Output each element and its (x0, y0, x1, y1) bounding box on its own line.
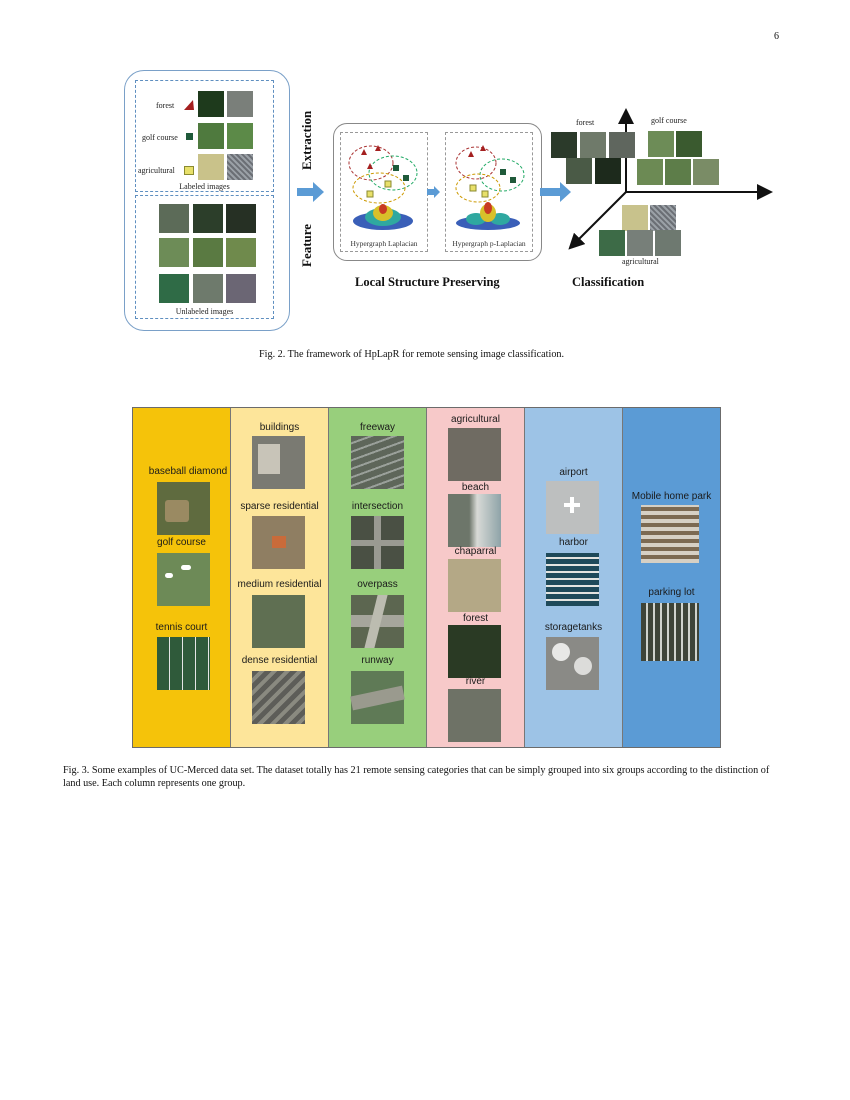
category-photo (252, 436, 305, 489)
category-photo (351, 436, 404, 489)
golf-tile (227, 123, 253, 149)
category-label: baseball diamond (148, 466, 228, 477)
labeled-images-caption: Labeled images (179, 182, 230, 191)
category-label: dense residential (241, 655, 318, 666)
figure-2: forest golf course agricultural Labeled … (0, 0, 850, 380)
category-label: intersection (351, 501, 404, 512)
category-photo (546, 637, 599, 690)
category-photo (448, 494, 501, 547)
cube-marker-icon (184, 166, 194, 175)
figure-2-caption: Fig. 2. The framework of HpLapR for remo… (259, 349, 565, 360)
figure-3: baseball diamond golf course tennis cour… (132, 407, 721, 748)
small-arrow-icon (427, 186, 440, 198)
category-label: Mobile home park (631, 491, 712, 502)
figure-3-caption: Fig. 3. Some examples of UC-Merced data … (63, 765, 770, 789)
category-label: harbor (559, 537, 588, 548)
category-label: buildings (259, 422, 300, 433)
class-golf-course-label: golf course (651, 116, 687, 125)
category-photo (350, 671, 405, 724)
class-agricultural-label: agricultural (622, 257, 659, 266)
group-column-6 (623, 408, 720, 747)
labeled-images-box: forest golf course agricultural Labeled … (135, 80, 274, 192)
feature-label: Feature (299, 223, 314, 267)
category-label: beach (461, 482, 490, 493)
unlabeled-images-box: Unlabeled images (135, 195, 274, 319)
extraction-label: Extraction (299, 110, 314, 170)
category-photo (252, 671, 305, 724)
page-number: 6 (774, 31, 779, 42)
category-label: agricultural (451, 414, 500, 425)
category-photo (157, 553, 210, 606)
class-forest-label: forest (576, 118, 595, 127)
category-photo (157, 482, 210, 535)
category-label: chaparral (454, 546, 497, 557)
hypergraph-icon (348, 145, 418, 230)
category-label: forest (462, 613, 488, 624)
category-photo (252, 595, 305, 648)
category-label: golf course (157, 537, 206, 548)
category-label: river (465, 676, 486, 687)
arrow-right-icon (540, 182, 571, 202)
category-photo (546, 553, 599, 606)
labeled-class-agricultural: agricultural (138, 166, 175, 175)
hypergraph-p-laplacian-panel: Hypergraph p-Laplacian (445, 132, 533, 252)
square-marker-icon (186, 133, 193, 140)
hypergraph-icon (455, 145, 525, 230)
agricultural-tile (198, 154, 224, 180)
labeled-class-golf-course: golf course (142, 133, 178, 142)
category-photo (351, 516, 404, 569)
hypergraph-laplacian-label: Hypergraph Laplacian (350, 239, 418, 248)
category-label: parking lot (648, 587, 695, 598)
local-structure-title: Local Structure Preserving (355, 275, 500, 289)
category-photo (448, 689, 501, 742)
category-label: storagetanks (544, 622, 603, 633)
category-photo (448, 625, 501, 678)
unlabeled-images-caption: Unlabeled images (175, 307, 234, 316)
classification-title: Classification (572, 275, 645, 289)
category-photo (641, 505, 699, 563)
agricultural-tile (227, 154, 253, 180)
golf-tile (198, 123, 224, 149)
forest-tile (198, 91, 224, 117)
labeled-class-forest: forest (156, 101, 175, 110)
category-label: overpass (357, 579, 398, 590)
triangle-marker-icon (184, 100, 194, 110)
category-photo (448, 428, 501, 481)
arrow-right-icon (297, 182, 324, 202)
category-label: runway (361, 655, 394, 666)
category-photo (157, 637, 210, 690)
category-label: freeway (359, 422, 395, 433)
category-label: airport (559, 467, 588, 478)
hypergraph-p-laplacian-label: Hypergraph p-Laplacian (452, 239, 526, 248)
hypergraph-laplacian-panel: Hypergraph Laplacian (340, 132, 428, 252)
forest-tile (227, 91, 253, 117)
category-photo (252, 516, 305, 569)
category-label: medium residential (237, 579, 322, 590)
category-label: tennis court (155, 622, 208, 633)
category-photo (448, 559, 501, 612)
image-set-panel (124, 70, 290, 331)
category-photo (641, 603, 699, 661)
category-label: sparse residential (240, 501, 319, 512)
structure-preserving-box: Hypergraph Laplacian Hyperg (333, 123, 542, 261)
category-photo (351, 595, 404, 648)
category-photo (546, 481, 599, 534)
